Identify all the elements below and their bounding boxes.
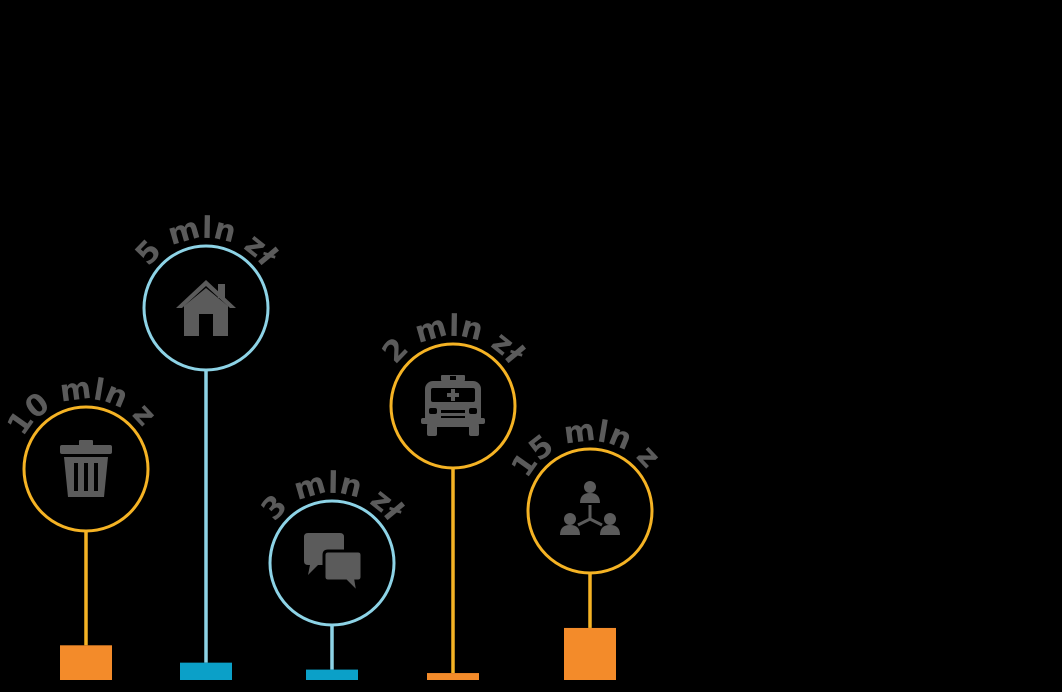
bar-ambulance <box>427 673 479 680</box>
stem-ambulance <box>451 468 455 674</box>
bar-communication <box>306 669 358 680</box>
chart-item-communication: 3 mln zł <box>255 465 411 680</box>
chart-item-ambulance: 2 mln zł <box>376 308 532 680</box>
chart-item-waste: 10 mln zł <box>0 0 163 680</box>
stem-community <box>588 573 592 628</box>
stem-waste <box>84 531 88 646</box>
value-label-waste: 10 mln zł <box>0 0 163 442</box>
stem-communication <box>330 625 334 670</box>
ambulance-icon <box>421 375 485 436</box>
bar-waste <box>60 645 112 680</box>
chart-item-housing: 5 mln zł <box>129 210 285 680</box>
stem-housing <box>204 370 208 663</box>
trash-icon <box>60 440 112 497</box>
bar-housing <box>180 662 232 680</box>
bar-community <box>564 627 616 680</box>
